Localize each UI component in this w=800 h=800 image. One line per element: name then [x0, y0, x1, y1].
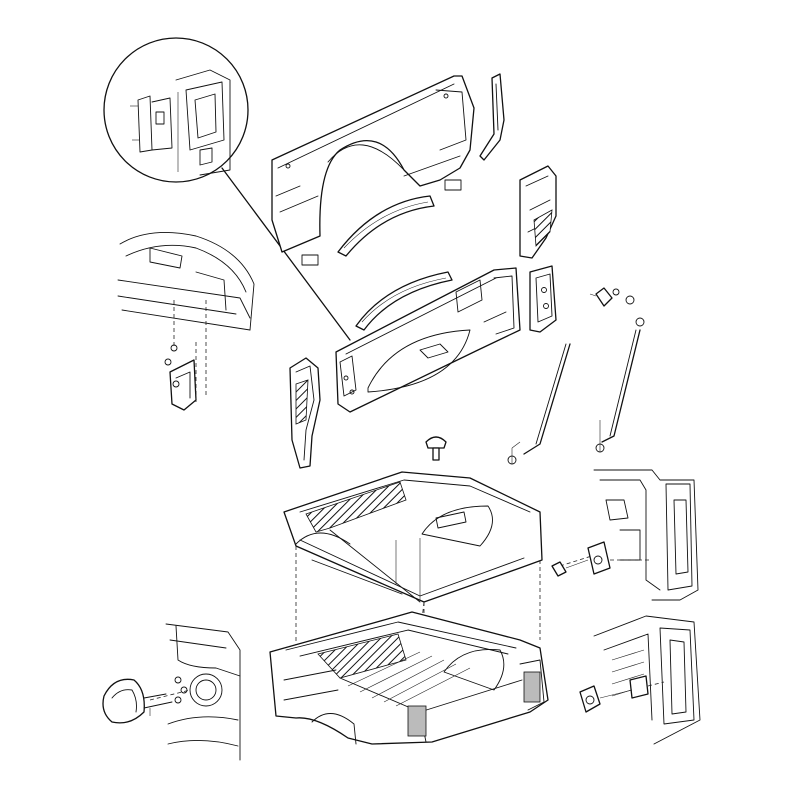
- truck-bed-assembly: [269, 611, 549, 745]
- rear-pillar-panel: [289, 357, 321, 469]
- tailgate-latch-striker: [589, 287, 645, 327]
- front-corner-bracket: [519, 165, 557, 259]
- bed-liner: [283, 471, 543, 603]
- bed-side-outer-panel: [271, 75, 475, 266]
- rear-bumper-step-detail: [579, 615, 701, 745]
- tailgate-support-cable-right: [595, 329, 641, 453]
- bed-side-inner-panel: [335, 267, 521, 413]
- tailgate-hinge-detail: [551, 469, 699, 601]
- fuel-filler-door-detail: [102, 623, 241, 761]
- bed-bolt-fastener: [425, 436, 447, 461]
- bed-front-panel-detail: [117, 231, 255, 411]
- rear-pillar-strip: [479, 73, 505, 161]
- rear-pillar-reinforcement: [529, 265, 557, 333]
- tailgate-support-cable-left: [507, 343, 571, 465]
- wheelhouse-liner-outer: [337, 195, 435, 257]
- detail-callout: [103, 37, 351, 341]
- wheelhouse-liner-inner: [355, 271, 453, 331]
